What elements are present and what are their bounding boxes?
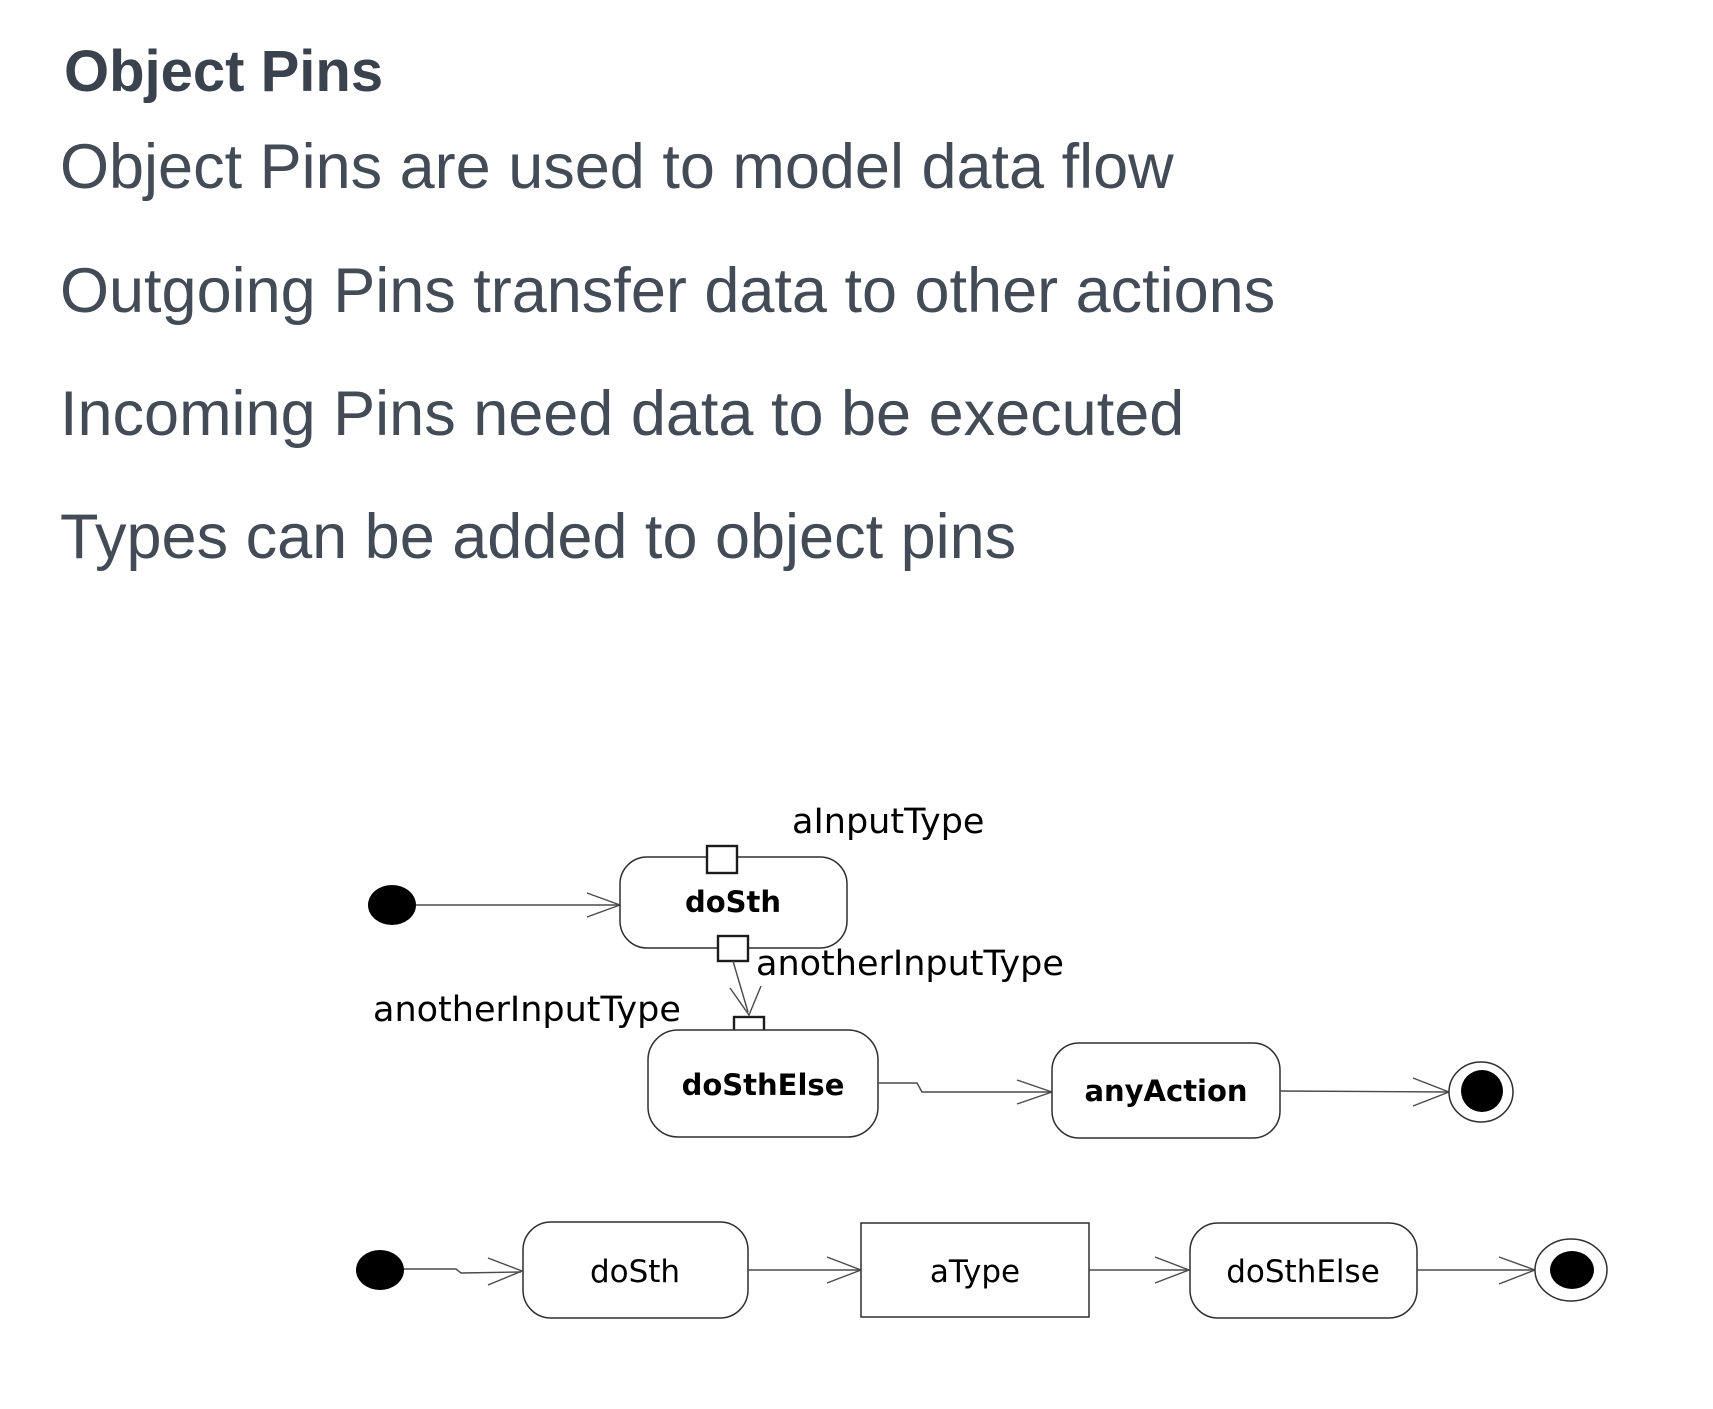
- bullet-line-1: Object Pins are used to model data flow: [60, 132, 1174, 202]
- action-dosthelse-label: doSthElse: [682, 1068, 845, 1102]
- input-pin-top-icon: [705, 844, 739, 875]
- bullet-line-4: Types can be added to object pins: [60, 502, 1017, 572]
- final-node: [1461, 1070, 1503, 1112]
- object-flow: [732, 960, 749, 1013]
- output-pin-bottom-icon: [716, 934, 750, 963]
- control-flow: [404, 1268, 522, 1274]
- action-anyaction: [1051, 1042, 1281, 1139]
- action-dosth-label: doSth: [685, 885, 781, 919]
- final-node: [1550, 1251, 1594, 1289]
- type-diagram: doSth aType doSthElse: [356, 1221, 1608, 1319]
- pin-diagram: doSth aInputType anotherInputType anothe…: [368, 802, 1514, 1139]
- pin-label-anotherinputtype-left: anotherInputType: [373, 990, 681, 1030]
- open-arrowhead-icon: [1154, 1256, 1191, 1284]
- pin-label-anotherinputtype-right: anotherInputType: [756, 944, 1064, 984]
- pin-label-ainputtype: aInputType: [792, 802, 984, 842]
- open-arrowhead-icon: [487, 1257, 524, 1286]
- bullet-line-3: Incoming Pins need data to be executed: [60, 379, 1185, 449]
- open-arrowhead-icon: [729, 985, 762, 1017]
- page-title: Object Pins: [64, 39, 384, 104]
- control-flow: [1279, 1090, 1449, 1093]
- action-dosthelse-label: doSthElse: [1226, 1254, 1380, 1290]
- action-anyaction-label: anyAction: [1084, 1074, 1247, 1108]
- initial-node: [368, 885, 416, 925]
- object-node-atype-label: aType: [930, 1254, 1020, 1290]
- bullet-line-2: Outgoing Pins transfer data to other act…: [60, 256, 1276, 326]
- action-dosth-label: doSth: [590, 1254, 680, 1290]
- control-flow: [878, 1082, 1051, 1093]
- initial-node: [356, 1250, 404, 1290]
